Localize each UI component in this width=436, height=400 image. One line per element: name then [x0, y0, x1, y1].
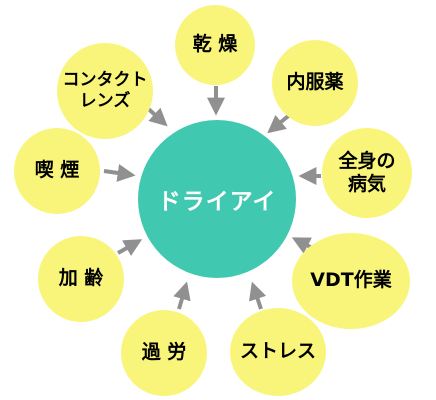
cause-node-smoking: 喫 煙	[14, 128, 100, 214]
cause-label-overwork: 過 労	[141, 341, 187, 364]
arrow-karou	[173, 281, 191, 310]
center-label: ドライアイ	[157, 189, 277, 215]
arrow-stress	[249, 281, 267, 310]
cause-node-vdt-work: VDT作業	[292, 233, 410, 329]
cause-node-oral-medication: 内服薬	[272, 40, 358, 126]
cause-label-stress: ストレス	[239, 340, 316, 363]
cause-label-smoking: 喫 煙	[34, 159, 80, 182]
cause-label-oral-medication: 内服薬	[286, 71, 344, 94]
cause-label-contact-lens: コンタクト レンズ	[62, 70, 148, 111]
cause-node-overwork: 過 労	[121, 310, 207, 396]
cause-node-contact-lens: コンタクト レンズ	[57, 43, 153, 139]
arrow-kitsuen	[103, 164, 136, 182]
cause-label-vdt-work: VDT作業	[310, 269, 392, 292]
arrow-karei	[117, 239, 143, 256]
center-node-dry-eye: ドライアイ	[138, 120, 296, 278]
cause-node-systemic-disease: 全身の 病気	[322, 128, 412, 218]
cause-label-systemic-disease: 全身の 病気	[338, 149, 396, 195]
cause-label-aging: 加 齢	[58, 267, 104, 290]
cause-node-dryness: 乾 燥	[175, 5, 255, 85]
cause-node-stress: ストレス	[230, 308, 326, 396]
cause-node-aging: 加 齢	[38, 236, 124, 322]
cause-label-dryness: 乾 燥	[192, 33, 238, 56]
